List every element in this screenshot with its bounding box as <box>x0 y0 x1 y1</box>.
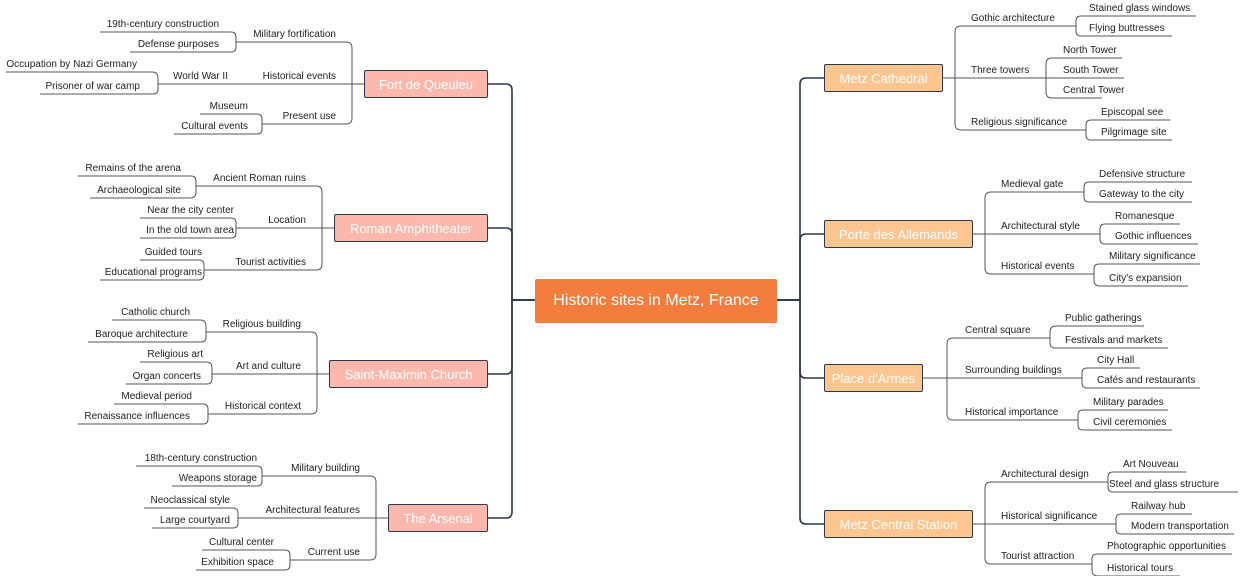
branch-place-darmes[interactable]: Place d'Armes <box>824 364 923 392</box>
topic-present-use[interactable]: Present use <box>282 111 336 122</box>
topic-occupation-by-nazi-germany[interactable]: Occupation by Nazi Germany <box>6 59 137 70</box>
topic-organ-concerts[interactable]: Organ concerts <box>132 371 201 382</box>
topic-defensive-structure[interactable]: Defensive structure <box>1099 169 1186 180</box>
topic-location[interactable]: Location <box>268 215 306 226</box>
topic-architectural-features[interactable]: Architectural features <box>265 505 361 516</box>
topic-public-gatherings[interactable]: Public gatherings <box>1065 313 1142 324</box>
topic-photographic-opportunities[interactable]: Photographic opportunities <box>1107 541 1226 552</box>
topic-catholic-church[interactable]: Catholic church <box>121 307 190 318</box>
topic-neoclassical-style[interactable]: Neoclassical style <box>150 495 230 506</box>
branch-the-arsenal[interactable]: The Arsenal <box>388 504 488 532</box>
topic-gothic-architecture[interactable]: Gothic architecture <box>971 13 1055 24</box>
branch-fort-de-queuleu[interactable]: Fort de Queuleu <box>364 70 488 98</box>
topic-surrounding-buildings[interactable]: Surrounding buildings <box>965 365 1062 376</box>
topic-historical-events[interactable]: Historical events <box>262 71 336 82</box>
root-topic[interactable]: Historic sites in Metz, France <box>535 279 777 323</box>
topic-architectural-style[interactable]: Architectural style <box>1001 221 1080 232</box>
branch-saint-maximin-church[interactable]: Saint-Maximin Church <box>329 360 488 388</box>
topic-19th-century-construction[interactable]: 19th-century construction <box>106 19 219 30</box>
topic-baroque-architecture[interactable]: Baroque architecture <box>95 329 188 340</box>
topic-medieval-period[interactable]: Medieval period <box>121 391 192 402</box>
branch-porte-des-allemands[interactable]: Porte des Allemands <box>824 220 973 248</box>
topic-historical-context[interactable]: Historical context <box>224 401 301 412</box>
topic-flying-buttresses[interactable]: Flying buttresses <box>1089 23 1165 34</box>
topic-north-tower[interactable]: North Tower <box>1063 45 1117 56</box>
topic-gateway-to-the-city[interactable]: Gateway to the city <box>1099 189 1185 200</box>
topic-historical-importance[interactable]: Historical importance <box>965 407 1059 418</box>
topic-historical-significance[interactable]: Historical significance <box>1001 511 1098 522</box>
topic-cafes-and-restaurants[interactable]: Cafés and restaurants <box>1097 375 1196 386</box>
topic-tourist-attraction[interactable]: Tourist attraction <box>1001 551 1075 562</box>
topic-world-war-ii[interactable]: World War II <box>172 71 228 82</box>
topic-medieval-gate[interactable]: Medieval gate <box>1001 179 1064 190</box>
topic-in-the-old-town-area[interactable]: In the old town area <box>146 225 234 236</box>
topic-exhibition-space[interactable]: Exhibition space <box>201 557 274 568</box>
branch-metz-cathedral[interactable]: Metz Cathedral <box>824 64 943 92</box>
branch-metz-central-station[interactable]: Metz Central Station <box>824 510 973 538</box>
topic-tourist-activities[interactable]: Tourist activities <box>235 257 306 268</box>
topic-religious-building[interactable]: Religious building <box>222 319 301 330</box>
topic-modern-transportation[interactable]: Modern transportation <box>1131 521 1229 532</box>
topic-defense-purposes[interactable]: Defense purposes <box>137 39 219 50</box>
topic-three-towers[interactable]: Three towers <box>971 65 1030 76</box>
topic-festivals-and-markets[interactable]: Festivals and markets <box>1065 335 1163 346</box>
topic-weapons-storage[interactable]: Weapons storage <box>178 473 257 484</box>
topic-religious-significance[interactable]: Religious significance <box>971 117 1068 128</box>
topic-historical-events-porte[interactable]: Historical events <box>1001 261 1075 272</box>
topic-pilgrimage-site[interactable]: Pilgrimage site <box>1101 127 1167 138</box>
topic-art-and-culture[interactable]: Art and culture <box>235 361 301 372</box>
topic-military-fortification[interactable]: Military fortification <box>253 29 336 40</box>
topic-educational-programs[interactable]: Educational programs <box>104 267 202 278</box>
topic-civil-ceremonies[interactable]: Civil ceremonies <box>1093 417 1167 428</box>
branch-roman-amphitheater[interactable]: Roman Amphitheater <box>334 214 488 242</box>
topic-episcopal-see[interactable]: Episcopal see <box>1101 107 1164 118</box>
topic-museum[interactable]: Museum <box>209 101 248 112</box>
topic-steel-and-glass-structure[interactable]: Steel and glass structure <box>1109 479 1220 490</box>
topic-gothic-influences[interactable]: Gothic influences <box>1115 231 1192 242</box>
topic-guided-tours[interactable]: Guided tours <box>144 247 202 258</box>
topic-historical-tours[interactable]: Historical tours <box>1107 563 1174 574</box>
topic-military-building[interactable]: Military building <box>291 463 360 474</box>
topic-cultural-center[interactable]: Cultural center <box>208 537 274 548</box>
topic-ancient-roman-ruins[interactable]: Ancient Roman ruins <box>213 173 306 184</box>
topic-large-courtyard[interactable]: Large courtyard <box>159 515 230 526</box>
topic-prisoner-of-war-camp[interactable]: Prisoner of war camp <box>45 81 140 92</box>
topic-romanesque[interactable]: Romanesque <box>1115 211 1175 222</box>
topic-architectural-design[interactable]: Architectural design <box>1001 469 1089 480</box>
topic-remains-of-the-arena[interactable]: Remains of the arena <box>85 163 181 174</box>
topic-central-square[interactable]: Central square <box>965 325 1031 336</box>
topic-stained-glass-windows[interactable]: Stained glass windows <box>1089 3 1191 14</box>
topic-railway-hub[interactable]: Railway hub <box>1131 501 1186 512</box>
topic-18th-century-construction[interactable]: 18th-century construction <box>144 453 257 464</box>
topic-religious-art[interactable]: Religious art <box>147 349 203 360</box>
topic-south-tower[interactable]: South Tower <box>1063 65 1119 76</box>
topic-archaeological-site[interactable]: Archaeological site <box>97 185 181 196</box>
topic-near-the-city-center[interactable]: Near the city center <box>147 205 234 216</box>
topic-citys-expansion[interactable]: City's expansion <box>1109 273 1182 284</box>
topic-current-use[interactable]: Current use <box>307 547 360 558</box>
topic-cultural-events[interactable]: Cultural events <box>181 121 248 132</box>
topic-military-parades[interactable]: Military parades <box>1093 397 1164 408</box>
topic-city-hall[interactable]: City Hall <box>1097 355 1135 366</box>
topic-renaissance-influences[interactable]: Renaissance influences <box>84 411 190 422</box>
topic-military-significance[interactable]: Military significance <box>1109 251 1196 262</box>
topic-art-nouveau[interactable]: Art Nouveau <box>1123 459 1179 470</box>
topic-central-tower[interactable]: Central Tower <box>1063 85 1125 96</box>
